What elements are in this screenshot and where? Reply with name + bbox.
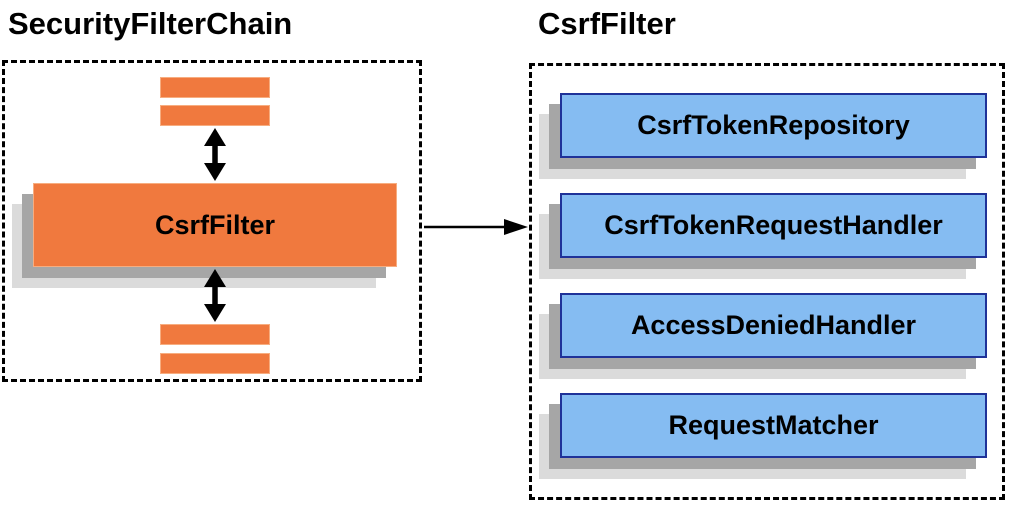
right-panel-title: CsrfFilter bbox=[538, 6, 676, 41]
double-arrow-icon bbox=[204, 269, 226, 322]
component-node-csrf-token-repository: CsrfTokenRepository bbox=[560, 93, 987, 158]
component-node-access-denied-handler: AccessDeniedHandler bbox=[560, 293, 987, 358]
component-label: AccessDeniedHandler bbox=[630, 310, 917, 340]
double-arrow-icon bbox=[204, 128, 226, 181]
component-label: RequestMatcher bbox=[668, 410, 879, 440]
component-label: CsrfTokenRepository bbox=[637, 110, 910, 140]
filter-chain-bar bbox=[160, 353, 270, 374]
left-panel-title: SecurityFilterChain bbox=[8, 6, 293, 41]
filter-chain-bar bbox=[160, 324, 270, 345]
security-filter-chain-box bbox=[2, 60, 422, 382]
flow-arrow-icon bbox=[424, 219, 528, 235]
component-node-request-matcher: RequestMatcher bbox=[560, 393, 987, 458]
component-label: CsrfTokenRequestHandler bbox=[604, 210, 943, 240]
filter-chain-bar bbox=[160, 77, 270, 98]
component-node-csrf-token-request-handler: CsrfTokenRequestHandler bbox=[560, 193, 987, 258]
csrf-filter-node: CsrfFilter bbox=[33, 183, 397, 267]
filter-chain-bar bbox=[160, 105, 270, 126]
csrf-filter-node-label: CsrfFilter bbox=[154, 209, 276, 240]
csrf-filter-components-box bbox=[529, 63, 1005, 500]
